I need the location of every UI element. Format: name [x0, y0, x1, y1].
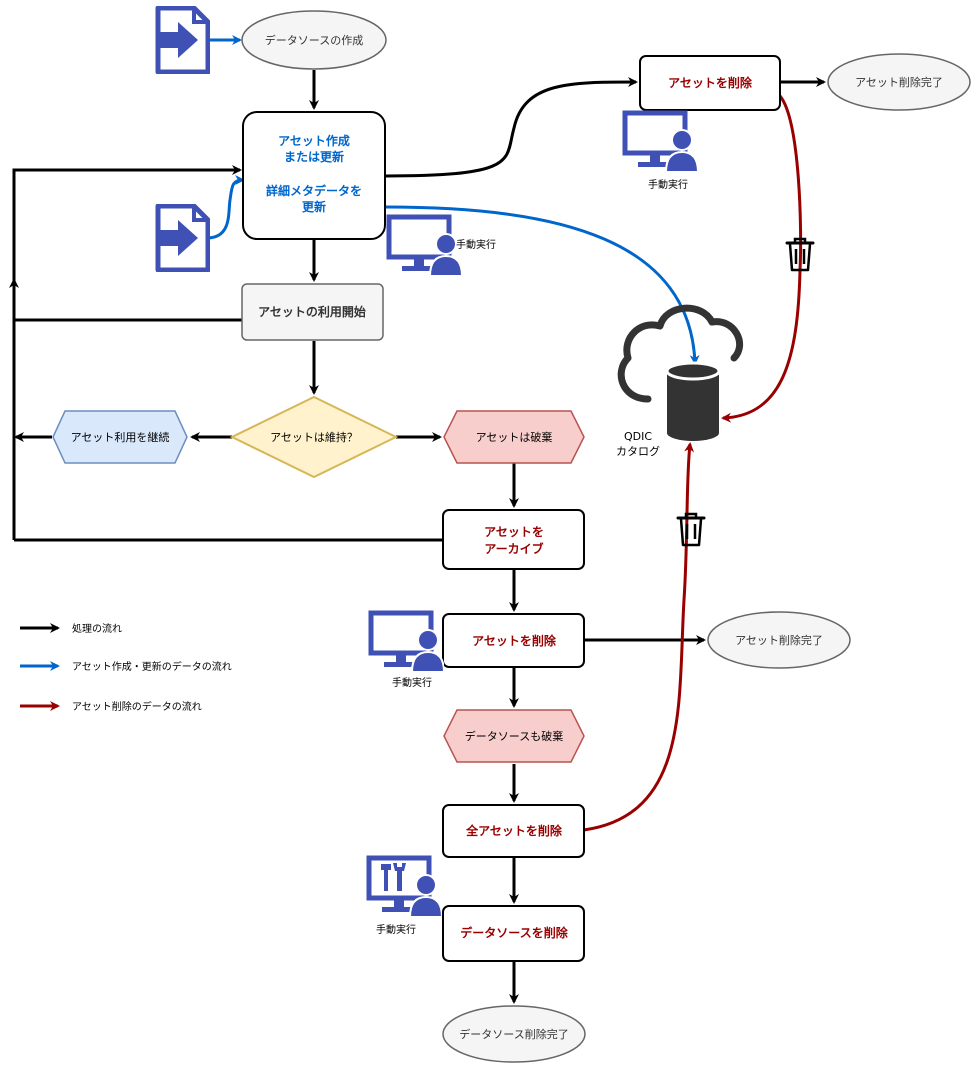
asset-archive-line2: アーカイブ — [484, 541, 543, 556]
manual-mid-label: 手動実行 — [392, 676, 432, 689]
asset-delete-done-mid-label: アセット削除完了 — [735, 633, 823, 647]
asset-create-line1: アセット作成 — [278, 133, 350, 148]
datasource-create-node: データソースの作成 — [241, 10, 387, 70]
cloud-database-icon — [617, 304, 743, 441]
legend-delete-label: アセット削除のデータの流れ — [72, 700, 202, 713]
asset-archive-node: アセットを アーカイブ — [442, 509, 585, 570]
datasource-create-label: データソースの作成 — [265, 33, 363, 47]
legend-create-label: アセット作成・更新のデータの流れ — [72, 660, 232, 673]
edge-left-loop — [12, 165, 242, 540]
asset-delete-done-top-label: アセット削除完了 — [855, 75, 943, 89]
datasource-delete-node: データソースを削除 — [442, 905, 585, 962]
asset-create-line3: 詳細メタデータを — [266, 183, 362, 198]
manual-top-label: 手動実行 — [648, 178, 688, 191]
datasource-discard-label: データソースも破棄 — [465, 729, 563, 743]
datasource-delete-done-label: データソース削除完了 — [459, 1027, 568, 1041]
document-import-icon — [158, 8, 208, 72]
asset-discard-node: アセットは破棄 — [443, 410, 585, 464]
asset-maintain-label: アセットは維持？ — [270, 430, 358, 444]
asset-continue-label: アセット利用を継続 — [71, 430, 170, 444]
asset-delete-mid-label: アセットを削除 — [472, 633, 557, 648]
asset-use-start-node: アセットの利用開始 — [241, 283, 384, 341]
datasource-discard-node: データソースも破棄 — [443, 709, 585, 763]
asset-create-line2: または更新 — [284, 149, 344, 164]
asset-delete-top-node: アセットを削除 — [639, 55, 781, 111]
asset-continue-node: アセット利用を継続 — [52, 410, 188, 464]
delete-data-edges — [583, 95, 803, 832]
process-edges — [9, 70, 826, 1004]
edge-topdelete-to-qdic — [721, 95, 803, 423]
edge-asset-to-topdelete — [385, 77, 638, 178]
legend: 処理の流れ アセット作成・更新のデータの流れ アセット削除のデータの流れ — [20, 622, 232, 713]
create-data-edges — [206, 35, 700, 365]
all-assets-delete-node: 全アセットを削除 — [442, 804, 585, 858]
computer-user-icon — [389, 217, 462, 276]
manual-bottom-label: 手動実行 — [376, 923, 416, 936]
qdic-label-line1: QDIC — [624, 430, 652, 443]
asset-discard-label: アセットは破棄 — [476, 430, 553, 444]
asset-delete-mid-node: アセットを削除 — [442, 613, 585, 668]
asset-delete-done-top-node: アセット削除完了 — [827, 53, 971, 111]
asset-use-start-label: アセットの利用開始 — [258, 304, 366, 319]
asset-create-line4: 更新 — [302, 199, 326, 214]
all-assets-delete-label: 全アセットを削除 — [465, 823, 563, 838]
legend-process-label: 処理の流れ — [72, 622, 122, 635]
datasource-delete-label: データソースを削除 — [460, 925, 568, 940]
edge-doc-to-asset — [206, 175, 245, 240]
asset-archive-line1: アセットを — [484, 525, 544, 539]
manual-create-label: 手動実行 — [456, 238, 496, 251]
asset-maintain-decision: アセットは維持？ — [229, 395, 399, 479]
tools-user-icon — [369, 858, 442, 917]
asset-create-node: アセット作成 または更新 詳細メタデータを 更新 — [242, 111, 386, 240]
edge-asset-to-qdic — [385, 205, 700, 365]
computer-user-icon — [625, 113, 698, 172]
asset-delete-done-mid-node: アセット削除完了 — [707, 611, 851, 669]
document-import-icon — [158, 206, 208, 270]
trash-icon — [676, 512, 706, 547]
edge-alldelete-to-qdic — [583, 442, 695, 832]
asset-delete-top-label: アセットを削除 — [668, 75, 753, 90]
qdic-label-line2: カタログ — [616, 444, 660, 458]
computer-user-icon — [371, 613, 444, 672]
datasource-delete-done-node: データソース削除完了 — [442, 1005, 586, 1063]
